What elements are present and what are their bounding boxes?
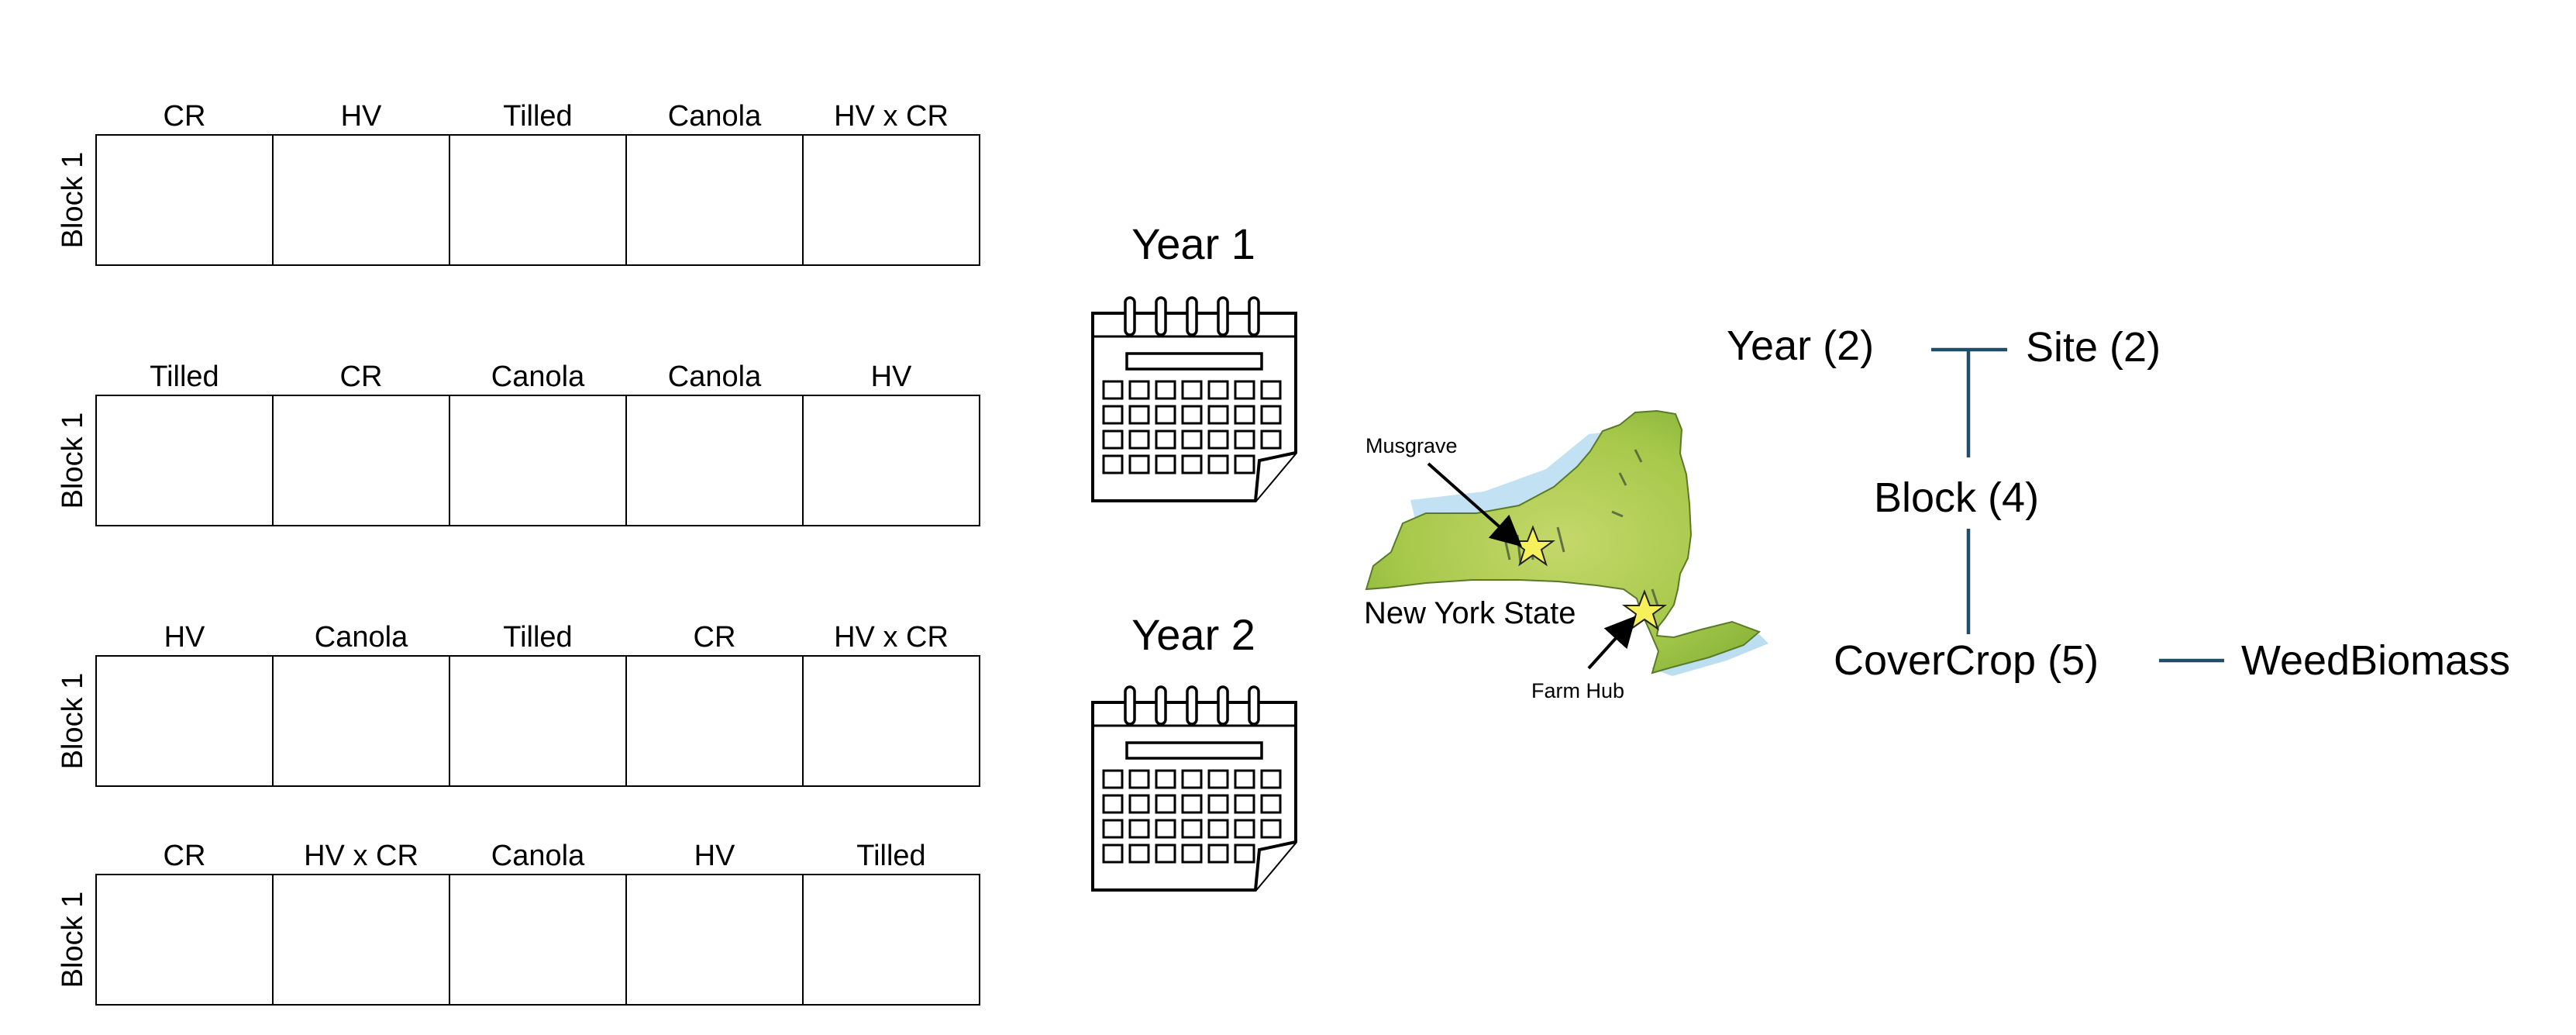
- plot-cell: [272, 655, 450, 787]
- plot-cell: [802, 395, 980, 526]
- new-york-map: Musgrave Farm Hub New York State: [1364, 409, 1768, 702]
- treatment-label: HV: [871, 361, 912, 393]
- treatment-label: Tilled: [503, 621, 572, 654]
- block-row: Block 1 CR HV Tilled Canola HV x CR: [57, 100, 980, 266]
- arrow-icon: [1587, 616, 1637, 670]
- treatment-label: Canola: [491, 361, 585, 393]
- plot-cell: [449, 655, 627, 787]
- plot-cell: [272, 874, 450, 1006]
- treatment-label: CR: [164, 840, 206, 872]
- block-row: Block 1 CR HV x CR Canola HV Tilled: [57, 840, 980, 1006]
- treatment-label: HV: [164, 621, 205, 654]
- block-label: Block 1: [57, 412, 89, 509]
- treatment-label: Tilled: [150, 361, 219, 393]
- musgrave-label: Musgrave: [1365, 434, 1458, 457]
- block-label: Block 1: [57, 673, 89, 770]
- block-row: Block 1 Tilled CR Canola Canola HV: [57, 361, 980, 526]
- plot-cell: [625, 655, 804, 787]
- plot-cell: [802, 134, 980, 266]
- plot-cell: [272, 134, 450, 266]
- plot-cell: [95, 395, 274, 526]
- treatment-label: Tilled: [856, 840, 925, 872]
- treatment-label: Canola: [315, 621, 408, 654]
- treatment-label: HV x CR: [834, 621, 949, 654]
- plot-cell: [449, 134, 627, 266]
- treatment-label: CR: [340, 361, 383, 393]
- plot-cell: [802, 874, 980, 1006]
- plot-cell: [625, 395, 804, 526]
- treatment-label: CR: [164, 100, 206, 133]
- treatment-label: HV x CR: [304, 840, 418, 872]
- treatment-label: HV: [694, 840, 735, 872]
- water-shading: [1410, 430, 1620, 532]
- arrow-icon: [1427, 462, 1522, 547]
- treatment-label: CR: [694, 621, 736, 654]
- plot-cell: [802, 655, 980, 787]
- treatment-label: Canola: [491, 840, 585, 872]
- treatment-label: Canola: [668, 361, 762, 393]
- year-2-title: Year 2: [1131, 610, 1255, 659]
- plot-cell: [625, 874, 804, 1006]
- calendar-icon: [1091, 685, 1297, 892]
- weedbiomass-response: WeedBiomass: [2241, 637, 2510, 684]
- treatment-label: HV x CR: [834, 100, 949, 133]
- years-panel: Year 1 Year 2: [1091, 219, 1297, 892]
- block-label: Block 1: [57, 152, 89, 249]
- plot-cell: [625, 134, 804, 266]
- treatment-label: HV: [341, 100, 382, 133]
- covercrop-factor: CoverCrop (5): [1834, 637, 2099, 684]
- connector-lines: [1931, 347, 2224, 663]
- block-row: Block 1 HV Canola Tilled CR HV x CR: [57, 621, 980, 787]
- year-1-title: Year 1: [1131, 219, 1255, 268]
- farm-hub-label: Farm Hub: [1531, 679, 1624, 702]
- plot-cell: [449, 395, 627, 526]
- treatment-label: Canola: [668, 100, 762, 133]
- year-factor: Year (2): [1727, 323, 1874, 369]
- plot-cell: [95, 655, 274, 787]
- site-factor: Site (2): [2026, 324, 2161, 371]
- state-label: New York State: [1364, 596, 1576, 630]
- plot-cell: [95, 134, 274, 266]
- treatment-label: Tilled: [503, 100, 572, 133]
- calendar-icon: [1091, 296, 1297, 502]
- block-label: Block 1: [57, 892, 89, 988]
- field-plot-layout: Block 1 CR HV Tilled Canola HV x CR Bloc…: [57, 100, 980, 1006]
- block-factor: Block (4): [1874, 474, 2039, 521]
- plot-cell: [95, 874, 274, 1006]
- plot-cell: [272, 395, 450, 526]
- model-hierarchy: Year (2) Site (2) Block (4) CoverCrop (5…: [1727, 323, 2510, 684]
- plot-cell: [449, 874, 627, 1006]
